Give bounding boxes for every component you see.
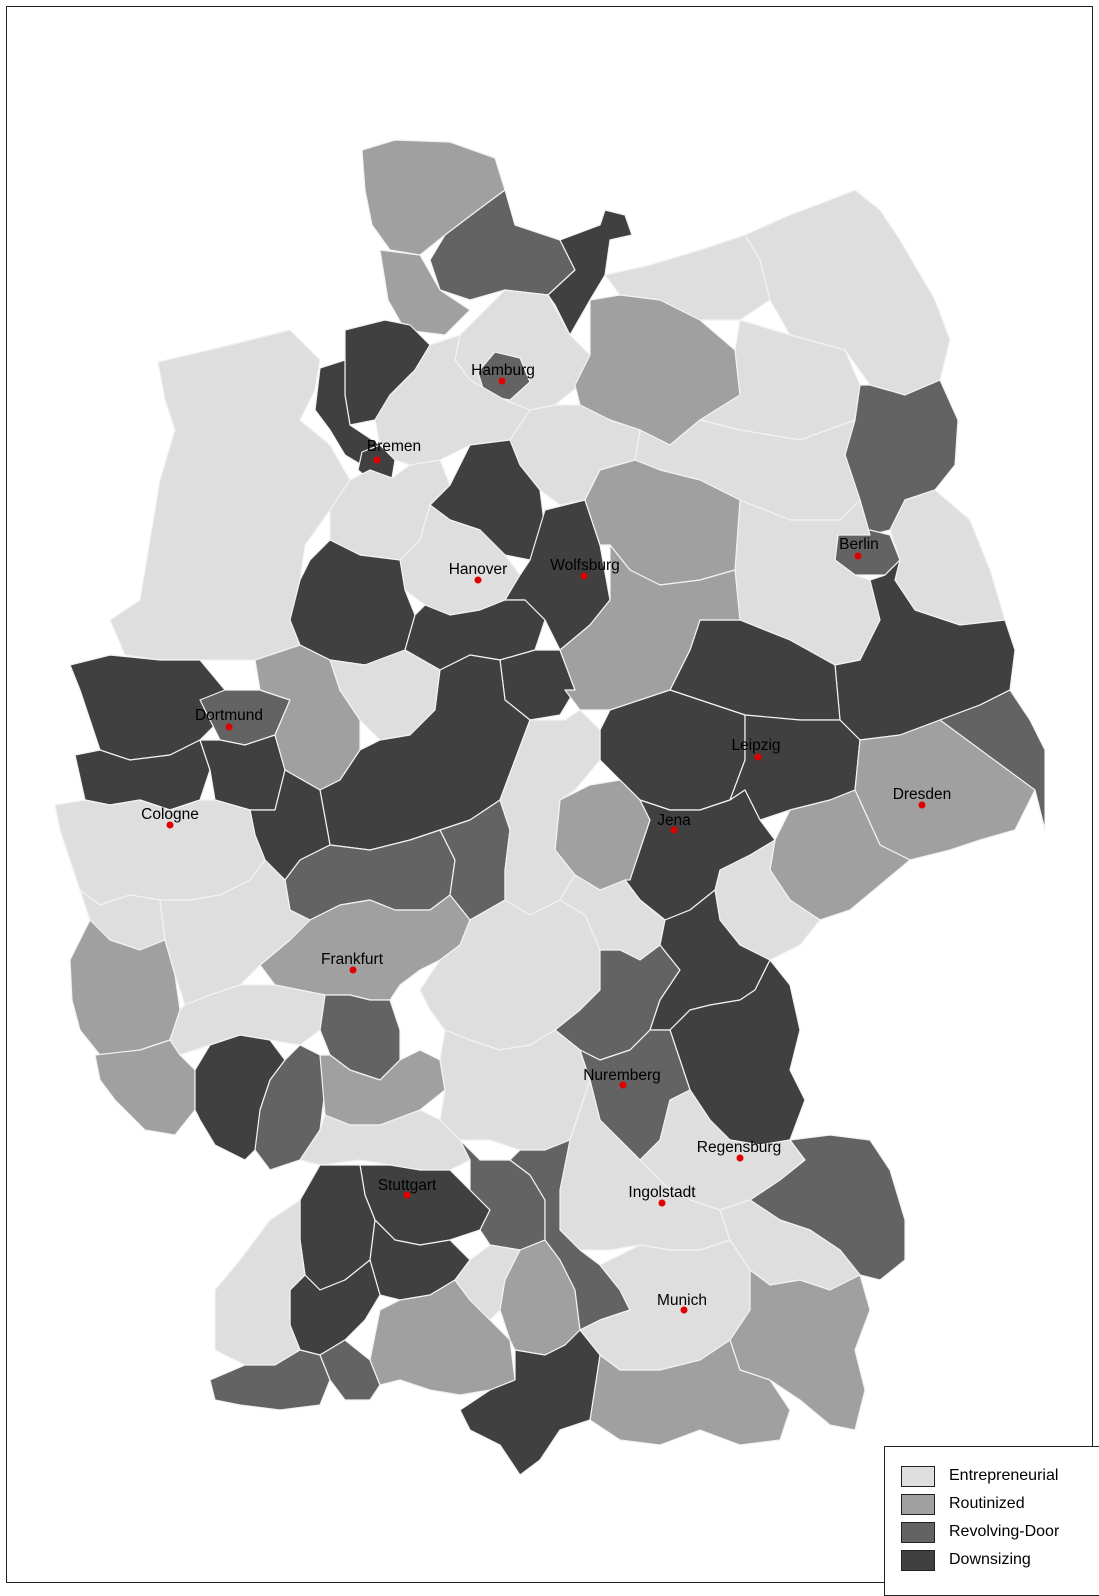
city-hanover: Hanover [449, 561, 508, 584]
city-label: Nuremberg [583, 1067, 661, 1084]
city-label: Bremen [367, 438, 421, 455]
region-vorpommern [744, 189, 951, 396]
city-frankfurt: Frankfurt [321, 951, 384, 974]
city-dot [474, 576, 482, 584]
city-dot [580, 572, 588, 580]
city-label: Frankfurt [321, 951, 384, 968]
legend-swatch [901, 1521, 935, 1543]
legend-swatch [901, 1549, 935, 1571]
legend-item-revolving-door: Revolving-Door [901, 1519, 1059, 1545]
city-dot [619, 1081, 627, 1089]
region-east-hesse [499, 709, 601, 916]
region-bochum [199, 734, 286, 811]
city-markers: Hamburg Bremen Berlin Hanover Wolfsburg … [141, 362, 951, 1314]
city-dot [403, 1191, 411, 1199]
city-dot [854, 552, 862, 560]
city-label: Hamburg [471, 362, 535, 379]
city-label: Cologne [141, 806, 199, 823]
city-dot [736, 1154, 744, 1162]
city-dot [918, 801, 926, 809]
region-upper-rhine [214, 1199, 306, 1366]
legend-item-downsizing: Downsizing [901, 1547, 1031, 1573]
city-bremen: Bremen [367, 438, 421, 464]
city-dot [166, 821, 174, 829]
city-nuremberg: Nuremberg [583, 1067, 661, 1089]
legend-item-entrepreneurial: Entrepreneurial [901, 1463, 1058, 1489]
region-upper-bavaria-south [589, 1339, 791, 1446]
legend-label: Entrepreneurial [949, 1467, 1059, 1484]
city-wolfsburg: Wolfsburg [550, 557, 620, 580]
city-label: Dortmund [195, 707, 263, 724]
city-dot [754, 753, 762, 761]
city-label: Munich [657, 1292, 707, 1309]
region-lake-constance [319, 1339, 381, 1401]
city-dot [658, 1199, 666, 1207]
region-jena [624, 789, 776, 921]
region-allgaeu [459, 1329, 601, 1476]
region-dithmarschen [379, 249, 471, 336]
city-label: Dresden [893, 786, 952, 803]
city-label: Regensburg [697, 1139, 781, 1156]
legend-item-routinized: Routinized [901, 1491, 1025, 1517]
legend-swatch [901, 1493, 935, 1515]
city-label: Wolfsburg [550, 557, 620, 574]
region-trier [94, 1039, 196, 1136]
city-label: Hanover [449, 561, 508, 578]
regions [54, 139, 1046, 1476]
city-dot [498, 377, 506, 385]
city-leipzig: Leipzig [731, 737, 781, 761]
city-label: Stuttgart [378, 1177, 437, 1194]
region-koblenz [159, 859, 311, 1006]
region-ansbach [439, 1029, 591, 1151]
city-dot [373, 456, 381, 464]
city-dot [349, 966, 357, 974]
city-dot [225, 723, 233, 731]
city-stuttgart: Stuttgart [378, 1177, 437, 1199]
city-munich: Munich [657, 1292, 707, 1314]
legend-swatch [901, 1465, 935, 1487]
city-dot [670, 826, 678, 834]
map-legend: Entrepreneurial Routinized Revolving-Doo… [884, 1446, 1099, 1596]
city-dot [680, 1306, 688, 1314]
city-label: Ingolstadt [628, 1184, 696, 1201]
legend-label: Routinized [949, 1495, 1025, 1512]
city-label: Jena [657, 812, 691, 829]
city-regensburg: Regensburg [697, 1139, 781, 1162]
city-dresden: Dresden [893, 786, 952, 809]
city-jena: Jena [657, 812, 691, 834]
city-hamburg: Hamburg [471, 362, 535, 385]
city-label: Leipzig [731, 737, 780, 754]
city-berlin: Berlin [839, 536, 879, 560]
city-cologne: Cologne [141, 806, 199, 829]
city-label: Berlin [839, 536, 879, 553]
legend-label: Downsizing [949, 1551, 1031, 1568]
legend-label: Revolving-Door [949, 1523, 1060, 1540]
region-upper-lusatia [939, 689, 1046, 831]
city-ingolstadt: Ingolstadt [628, 1184, 696, 1207]
city-dortmund: Dortmund [195, 707, 263, 731]
